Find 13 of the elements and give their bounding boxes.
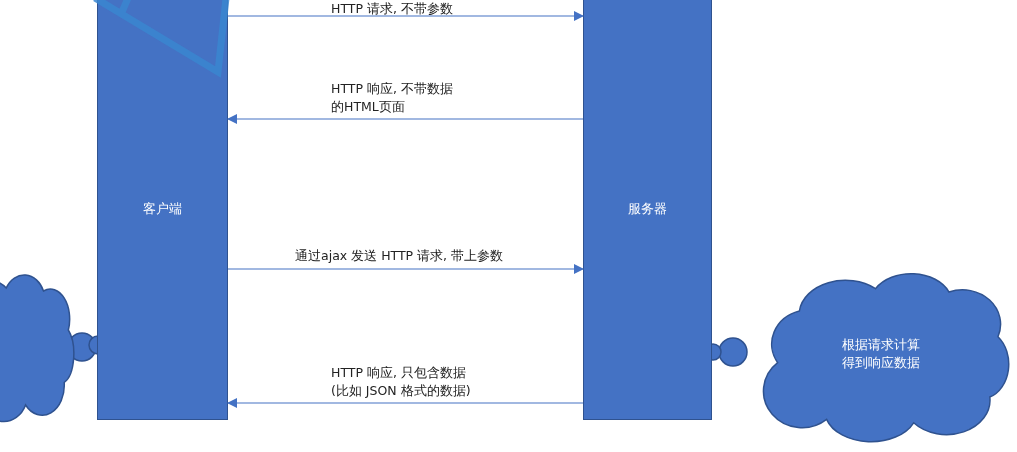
lifeline-bar xyxy=(583,0,712,420)
edge-label: 通过ajax 发送 HTTP 请求, 带上参数 xyxy=(295,247,505,265)
edge-label: HTTP 请求, 不带参数 xyxy=(331,0,454,18)
arrow xyxy=(227,264,584,274)
arrow xyxy=(227,114,584,124)
arrow xyxy=(227,398,584,408)
edge-label: HTTP 响应, 不带数据的HTML页面 xyxy=(331,80,454,115)
node-label: 服务器 xyxy=(628,199,667,218)
node-label: 根据请求计算得到响应数据 xyxy=(841,335,921,372)
node-label: 客户端 xyxy=(143,199,182,218)
arrow xyxy=(227,11,584,21)
edge-label: HTTP 响应, 只包含数据 (比如 JSON 格式的数据) xyxy=(331,364,472,399)
lifeline-bar xyxy=(97,0,228,420)
